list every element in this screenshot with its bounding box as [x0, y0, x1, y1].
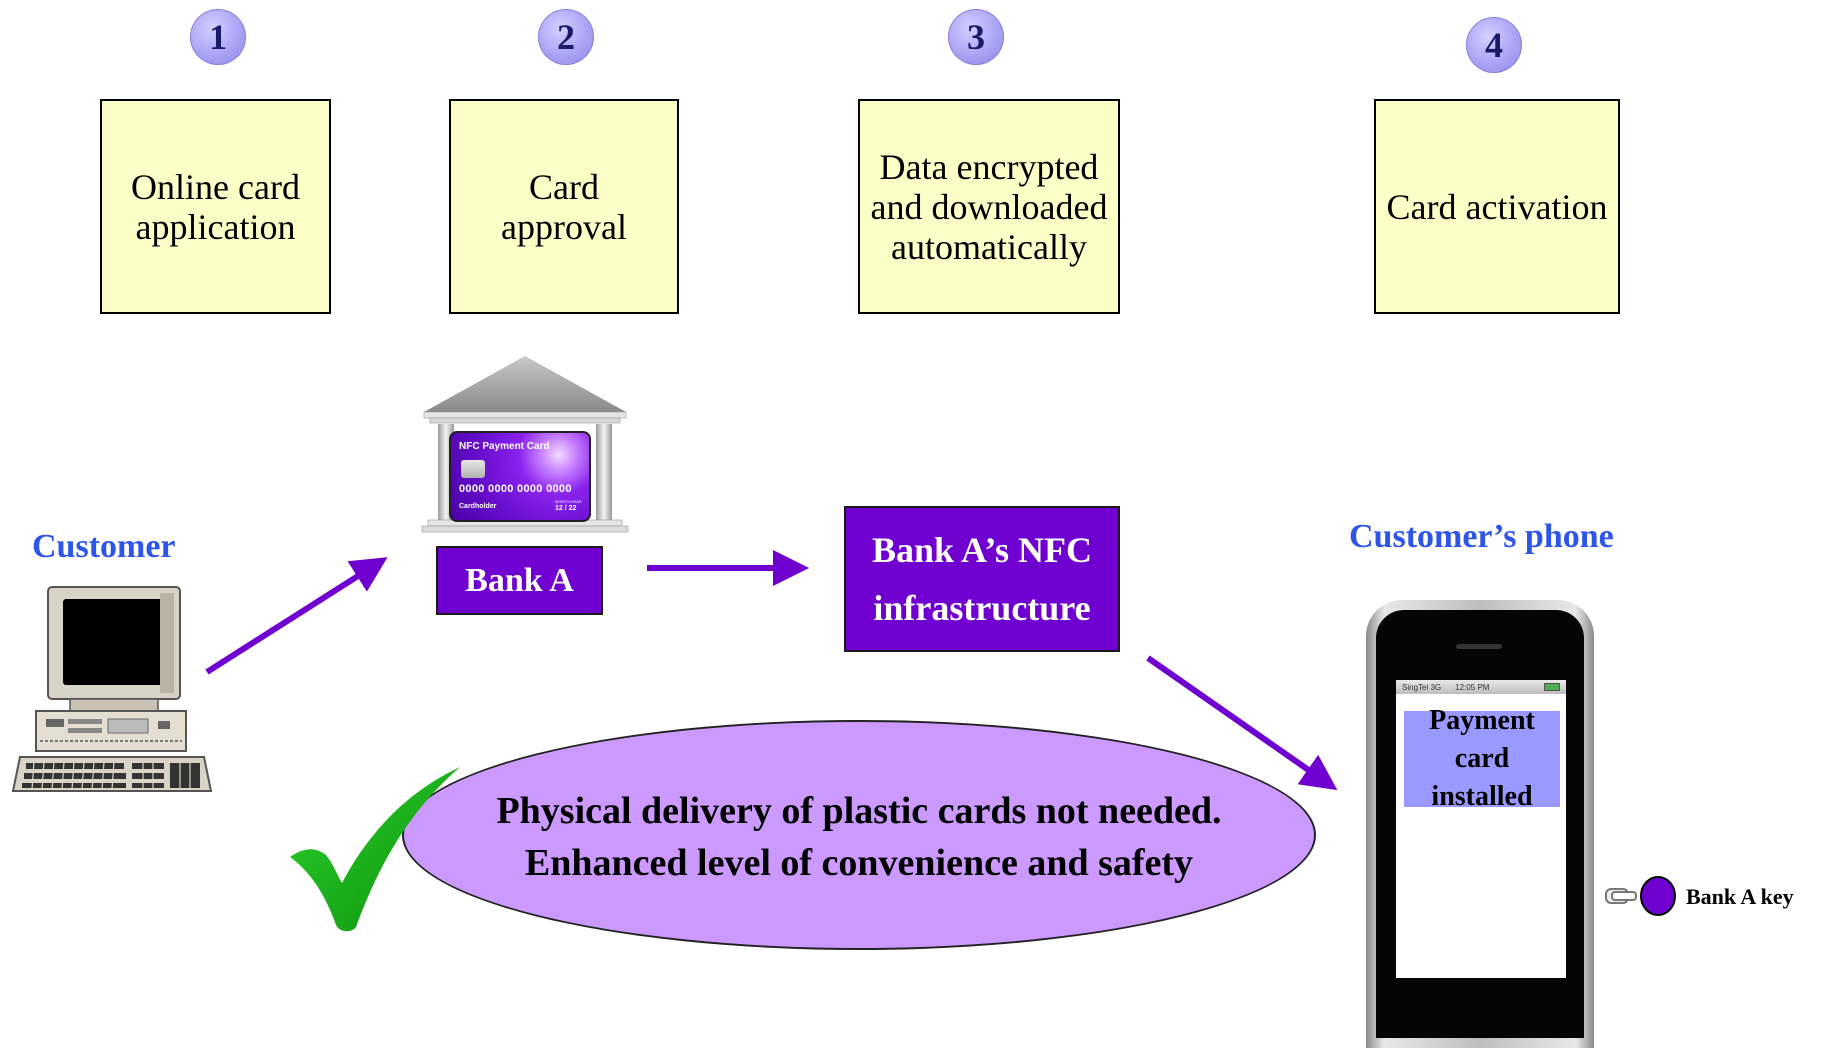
benefit-text: Physical delivery of plastic cards not n…	[402, 785, 1316, 889]
step-3-label: Data encrypted and downloaded automatica…	[870, 146, 1108, 267]
nfc-payment-card: NFC Payment Card 0000 0000 0000 0000 Car…	[449, 431, 591, 522]
nfc-card-title: NFC Payment Card	[459, 441, 550, 452]
arrow-customer-to-bank	[205, 557, 388, 675]
step-4-label: Card activation	[1386, 186, 1608, 227]
benefit-line-1: Physical delivery of plastic cards not n…	[496, 790, 1222, 832]
computer-icon	[11, 586, 213, 792]
customers-phone-label: Customer’s phone	[1349, 518, 1614, 555]
step-2-label: Card approval	[501, 166, 627, 247]
nfc-card-number: 0000 0000 0000 0000	[459, 483, 572, 495]
nfc-card-expiry: 12 / 22	[555, 505, 577, 512]
step-4-box: Card activation	[1374, 99, 1620, 314]
key-icon	[1605, 876, 1676, 916]
nfc-infrastructure-label: Bank A’s NFC infrastructure	[871, 530, 1093, 628]
phone-earpiece	[1456, 644, 1502, 649]
benefit-line-2: Enhanced level of convenience and safety	[524, 842, 1194, 884]
phone-time: 12:05 PM	[1455, 682, 1490, 692]
step-2-number: 2	[538, 9, 594, 65]
phone-status-bar: SingTel 3G 12:05 PM	[1396, 680, 1566, 694]
smartphone-icon: SingTel 3G 12:05 PM Payment card install…	[1366, 600, 1594, 1048]
payment-card-installed-box: Payment card installed	[1404, 705, 1560, 812]
phone-body: SingTel 3G 12:05 PM Payment card install…	[1376, 610, 1584, 1038]
card-chip-icon	[461, 460, 485, 478]
battery-icon	[1544, 683, 1560, 691]
step-1-box: Online card application	[100, 99, 331, 314]
step-1-number: 1	[190, 9, 246, 65]
benefit-ellipse	[402, 720, 1316, 950]
step-3-number: 3	[948, 9, 1004, 65]
payment-card-installed-label: Payment card installed	[1429, 705, 1535, 812]
nfc-infrastructure-box: Bank A’s NFC infrastructure	[844, 506, 1120, 652]
phone-carrier: SingTel 3G	[1402, 682, 1442, 692]
arrow-infrastructure-to-phone	[1146, 655, 1338, 791]
customer-label: Customer	[32, 528, 176, 565]
checkmark-icon	[290, 767, 460, 932]
step-1-label: Online card application	[131, 166, 300, 247]
phone-screen: SingTel 3G 12:05 PM Payment card install…	[1396, 680, 1566, 978]
nfc-card-holder: Cardholder	[459, 503, 497, 510]
step-2-box: Card approval	[449, 99, 679, 314]
bank-building-icon	[421, 356, 629, 533]
bank-a-key-label: Bank A key	[1686, 884, 1794, 909]
step-3-box: Data encrypted and downloaded automatica…	[858, 99, 1120, 314]
bank-a-box: Bank A	[436, 546, 603, 615]
bank-a-label: Bank A	[465, 561, 574, 599]
step-4-number: 4	[1466, 17, 1522, 73]
nfc-card-expiry-caption: MONTH/YEAR	[555, 499, 582, 504]
